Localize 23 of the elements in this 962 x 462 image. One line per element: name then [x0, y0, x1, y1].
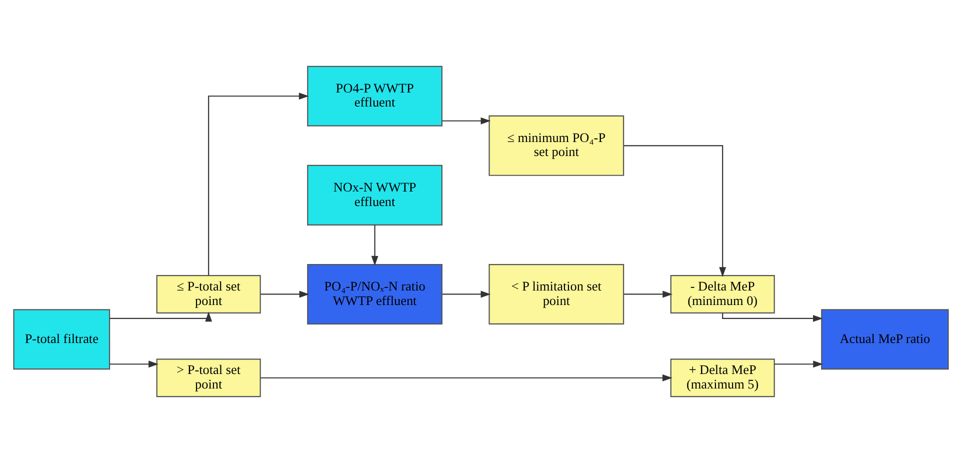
arrow [110, 360, 158, 368]
arrow [722, 312, 823, 322]
arrow [260, 374, 672, 381]
node-box: < P limitation set point [488, 263, 624, 324]
arrow [442, 290, 491, 298]
node-box: NOx-N WWTP effluent [307, 164, 442, 225]
arrow [110, 311, 212, 322]
arrow [624, 144, 726, 277]
node-box: PO4-P WWTP effluent [307, 65, 442, 126]
node-box: > P-total set point [156, 358, 261, 397]
arrow [208, 92, 309, 275]
arrow [442, 116, 491, 124]
arrow [371, 224, 378, 266]
arrow [260, 290, 310, 298]
arrow [624, 290, 673, 298]
arrow [774, 360, 824, 368]
node-box: ≤ minimum PO₄-P set point [488, 114, 624, 176]
node-box: + Delta MeP (maximum 5) [670, 358, 775, 397]
node-box: PO₄-P/NOₓ-N ratio WWTP effluent [307, 263, 442, 324]
node-box: P-total filtrate [13, 308, 110, 370]
node-box: - Delta MeP (minimum 0) [670, 274, 775, 313]
node-box: Actual MeP ratio [821, 308, 949, 370]
node-box: ≤ P-total set point [156, 274, 261, 313]
